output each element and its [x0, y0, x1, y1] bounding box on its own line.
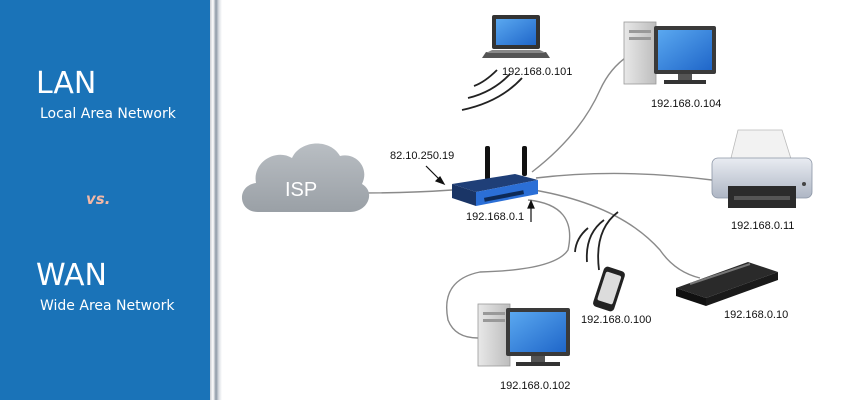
laptop-ip-label: 192.168.0.101: [502, 66, 572, 78]
phone-ip-label: 192.168.0.100: [581, 314, 651, 326]
network-device-right-icon: [676, 262, 778, 306]
mobile-phone-icon: [593, 266, 625, 312]
isp-label: ISP: [285, 179, 317, 201]
isp-cloud-icon: ISP: [241, 143, 370, 212]
desktop-bottom-ip-label: 192.168.0.102: [500, 380, 570, 392]
lan-title: LAN: [36, 66, 97, 101]
cable-router-desktop-top: [531, 55, 629, 173]
cable-router-desktop-bottom: [446, 199, 571, 339]
desktop-computer-bottom-icon: [477, 303, 570, 367]
router-local-ip-label: 192.168.0.1: [466, 211, 524, 223]
desktop-top-ip-label: 192.168.0.104: [651, 98, 721, 110]
wan-title: WAN: [36, 258, 107, 293]
printer-ip-label: 192.168.0.11: [731, 220, 794, 232]
cable-isp-router: [359, 189, 453, 194]
device-right-ip-label: 192.168.0.10: [724, 309, 788, 321]
left-panel: [0, 0, 210, 400]
printer-icon: [711, 129, 813, 208]
router-ip-arrows: [425, 165, 535, 222]
wifi-signal-phone: [574, 211, 619, 271]
connection-cables: [359, 55, 713, 339]
desktop-computer-top-icon: [623, 21, 716, 85]
wan-subtitle: Wide Area Network: [40, 298, 175, 314]
wifi-signal-laptop: [461, 69, 523, 111]
router-public-ip-label: 82.10.250.19: [390, 150, 454, 162]
divider-strip: [210, 0, 222, 400]
router-icon: [452, 146, 538, 206]
cable-router-device: [533, 189, 701, 279]
cable-router-printer: [535, 172, 713, 181]
lan-subtitle: Local Area Network: [40, 106, 176, 122]
vs-label: vs.: [86, 190, 111, 208]
laptop-icon: [482, 15, 550, 58]
